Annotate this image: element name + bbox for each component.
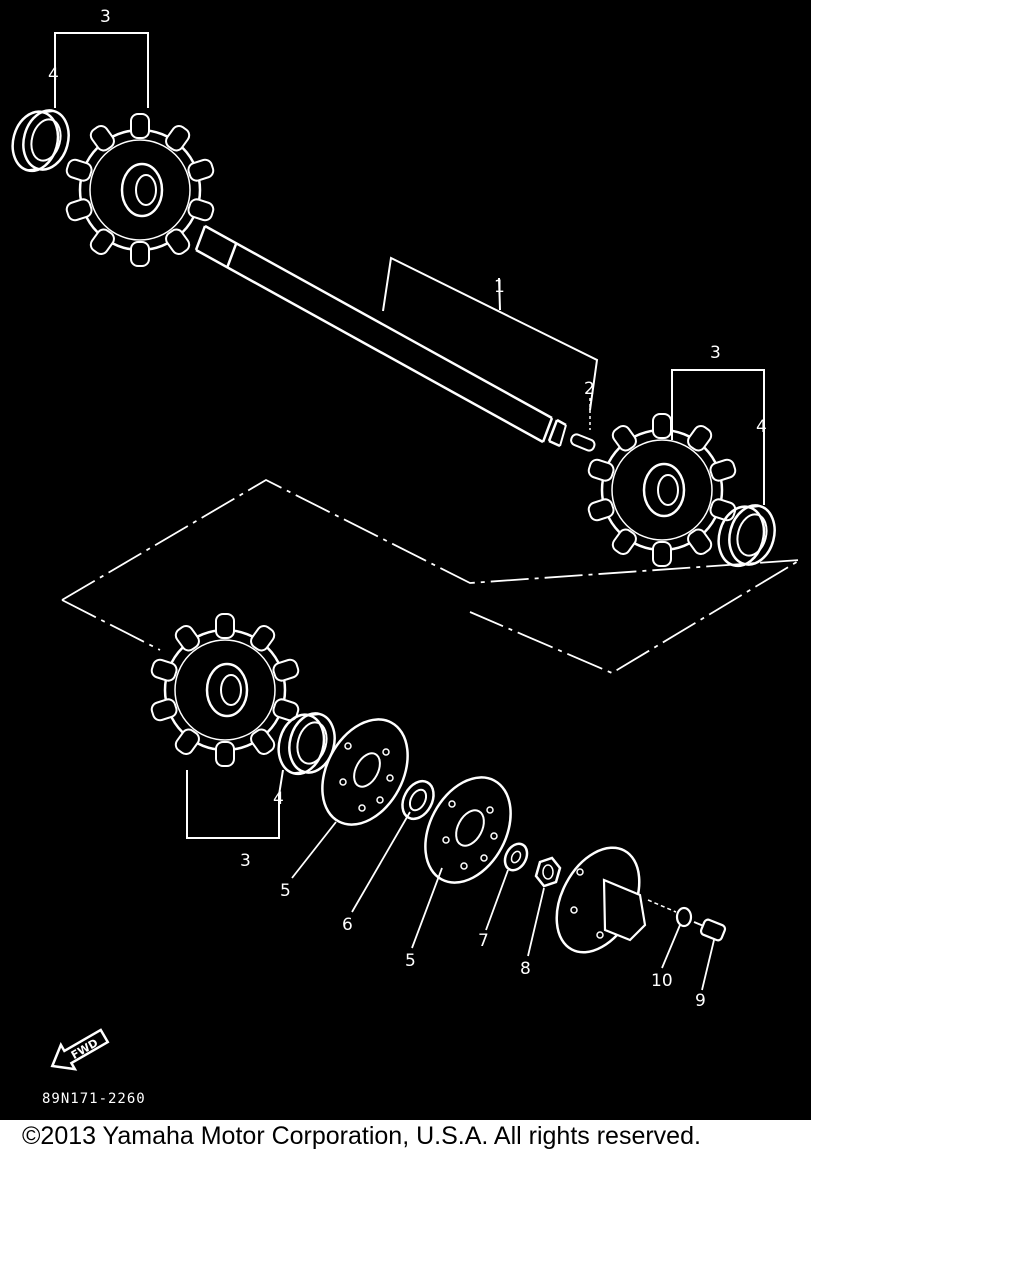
callout-1-shaft: 1	[494, 277, 505, 297]
leader-lines	[291, 811, 715, 991]
callout-6: 6	[342, 915, 353, 935]
bracket-lower	[186, 770, 280, 839]
parts-diagram: 3 4 1 2 3 4 4 3 5 6 5 7 8 10 9 FWD 89N17…	[0, 0, 811, 1120]
callout-2-pin: 2	[584, 379, 595, 399]
callout-3-top: 3	[100, 7, 111, 27]
sprocket-top-left	[63, 112, 217, 268]
callout-4-top: 4	[48, 65, 59, 85]
exploded-view-svg: 3 4 1 2 3 4 4 3 5 6 5 7 8 10 9 FWD 89N17…	[5, 7, 801, 1107]
plate-left	[321, 718, 409, 826]
small-washer	[675, 906, 693, 928]
drawing-code: 89N171-2260	[42, 1091, 146, 1107]
callout-4-right: 4	[756, 417, 767, 437]
key-pin	[570, 398, 596, 452]
plate-right	[424, 776, 512, 884]
callout-4-lower: 4	[273, 789, 284, 809]
callout-5-left: 5	[280, 881, 291, 901]
washer	[503, 842, 529, 872]
bracket-shaft	[382, 256, 599, 411]
bracket-top-left	[54, 32, 149, 108]
leader-shaft	[498, 277, 501, 311]
drive-shaft	[194, 224, 567, 448]
fwd-arrow-icon: FWD	[50, 1028, 110, 1071]
callout-7: 7	[478, 931, 489, 951]
callout-5-right: 5	[405, 951, 416, 971]
callout-9: 9	[695, 991, 706, 1011]
sprocket-lower	[148, 612, 302, 768]
copyright-notice: ©2013 Yamaha Motor Corporation, U.S.A. A…	[22, 1122, 701, 1150]
callout-10: 10	[651, 971, 673, 991]
bearing-top-left	[5, 101, 77, 180]
bracket-right	[671, 369, 765, 505]
phantom-outline	[61, 478, 801, 675]
bearing-small	[401, 779, 435, 821]
sprocket-right	[585, 412, 739, 568]
phantom-outline-left	[61, 599, 161, 651]
bolt	[693, 918, 727, 942]
callout-8: 8	[520, 959, 531, 979]
hub-flange	[555, 846, 677, 954]
callout-3-lower: 3	[240, 851, 251, 871]
callout-3-right: 3	[710, 343, 721, 363]
nut	[534, 856, 562, 888]
